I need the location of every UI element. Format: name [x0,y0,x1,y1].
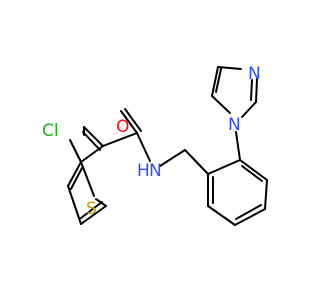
benzene-ring [184,149,268,226]
bond-c2-c3-a [83,126,104,147]
imidazole-n1-atom: N [228,115,241,135]
molecule-canvas: Cl O N H S N N [42,64,268,226]
bond-ar-2 [239,159,268,181]
bond-c-o [120,110,138,134]
bond-ar-1 [207,159,241,175]
amide-group [102,108,186,167]
bond-ar-2-double [241,165,263,182]
bond-ch2-c1 [184,149,209,175]
bond-c3-cl [69,139,82,163]
bond-n3-c2-double [250,79,253,101]
chlorine-atom: Cl [42,121,59,141]
amide-hydrogen-atom: H [137,161,150,181]
bond-c3-c3a [67,161,82,187]
bond-n1-c5 [211,95,231,114]
bond-ar-n1 [235,131,241,161]
sulfur-atom: S [86,199,97,219]
imidazole-ring [211,66,258,161]
bond-c-n [136,132,151,162]
bond-c2-n1 [241,101,257,118]
bond-c5-c4-double [215,68,222,93]
bond-c3-c3a-double [70,167,83,190]
bond-n-ch2 [159,149,186,167]
bond-c2-c3-double [82,131,101,151]
bond-c3-s-path [80,161,95,197]
oxygen-atom: O [116,117,129,137]
bond-ar-5 [207,205,236,226]
bond-ar-3 [264,179,268,210]
bond-c2-carbonyl [102,132,138,147]
bond-c-o-double [124,108,142,132]
amide-nitrogen-atom: N [149,161,162,181]
bond-n3-c2 [255,78,258,103]
imidazole-n3-atom: N [248,64,261,84]
bond-c4-c3 [67,185,82,225]
bond-ar-4 [234,208,266,226]
bond-c5-c4 [211,66,219,97]
structure-diagram: Cl O N H S N N [42,64,268,226]
bond-c5-c4 [80,205,107,225]
bond-c4-n3 [217,66,242,70]
bond-ar-4-double [235,204,262,220]
bond-c5-c4-double [80,201,103,219]
thiophene-ring [67,126,107,225]
